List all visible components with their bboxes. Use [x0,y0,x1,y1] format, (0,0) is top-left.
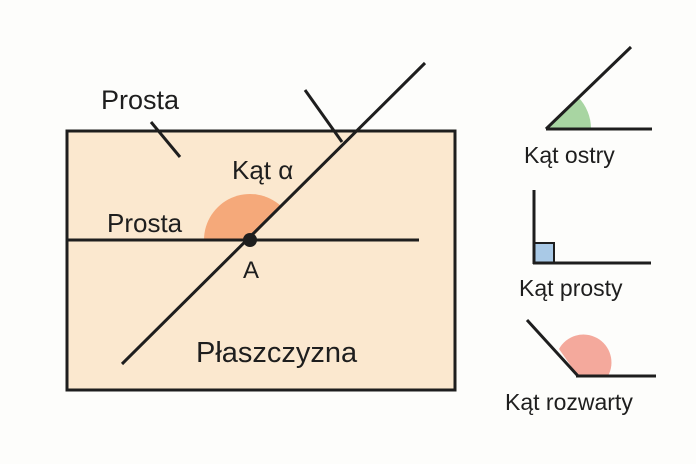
angle-alpha-label: Kąt α [232,155,293,185]
right-angle-example: Kąt prosty [519,190,651,301]
diagonal-line [120,61,427,366]
point-a-dot [243,233,257,247]
acute-angle-arm [544,45,633,131]
obtuse-angle-arm [525,318,580,378]
right-angle-marker [533,242,555,264]
acute-angle-label: Kąt ostry [524,142,615,168]
angle-alpha-sector [204,193,281,240]
line-label-outer: Prosta [101,85,180,115]
point-a-label: A [243,257,259,284]
acute-angle-example: Kąt ostry [524,45,652,168]
obtuse-angle-label: Kąt rozwarty [505,389,633,415]
label-leader-line [149,121,182,158]
diagonal-tick [303,89,344,143]
obtuse-angle-example: Kąt rozwarty [505,318,656,415]
right-angle-label: Kąt prosty [519,275,623,301]
plane-rectangle [65,129,457,392]
acute-angle-sector [546,97,592,129]
line-label-inner: Prosta [107,208,183,238]
obtuse-angle-sector [559,334,612,376]
plane-label: Płaszczyzna [196,337,358,369]
